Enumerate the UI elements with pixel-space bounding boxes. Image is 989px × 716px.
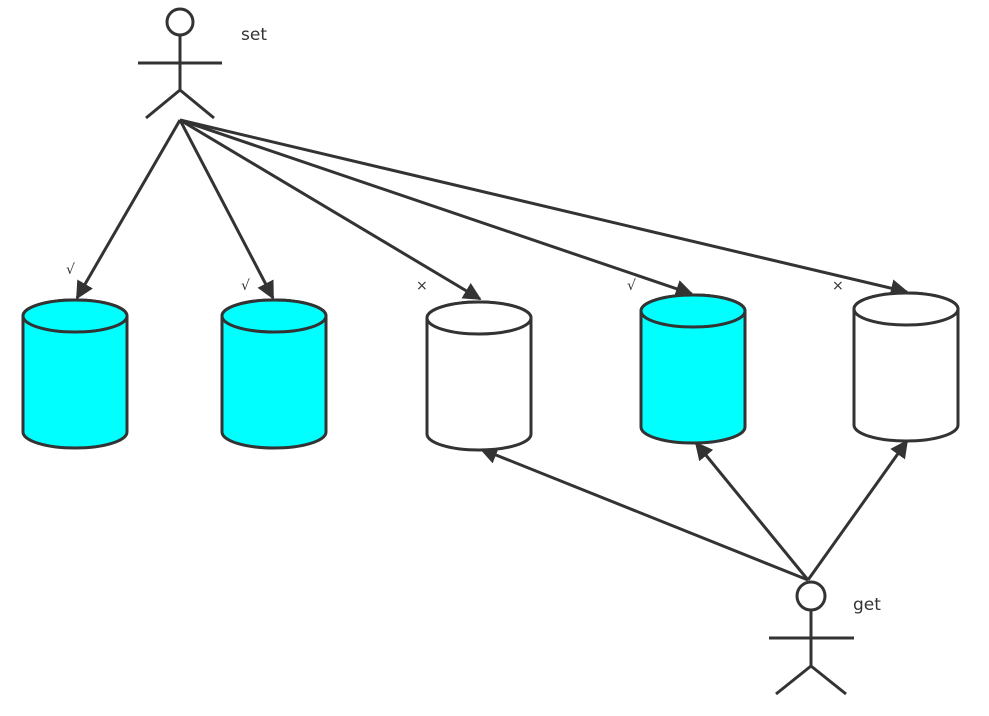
success-check-mark: √ bbox=[66, 262, 75, 278]
database-node-1[interactable]: √ bbox=[21, 262, 129, 450]
fail-cross-mark: × bbox=[832, 278, 844, 294]
database-node-2[interactable]: √ bbox=[220, 278, 328, 450]
cylinder-top bbox=[21, 298, 129, 334]
actor-label-get: get bbox=[853, 595, 881, 615]
database-node-3[interactable]: × bbox=[416, 278, 533, 452]
actor-label-set: set bbox=[241, 25, 267, 45]
edge-setter-to-node3[interactable] bbox=[179, 118, 482, 301]
success-check-mark: √ bbox=[627, 278, 636, 294]
actor-right-leg bbox=[179, 88, 215, 120]
actor-left-leg bbox=[775, 664, 812, 696]
cylinder-top bbox=[852, 291, 960, 327]
nodes-group: √ √ × √ × bbox=[21, 262, 960, 452]
edges-group bbox=[75, 118, 909, 582]
edge-getter-to-node5[interactable] bbox=[806, 439, 909, 581]
cylinder-top bbox=[425, 300, 533, 336]
edge-setter-to-node1[interactable] bbox=[75, 119, 182, 300]
actor-getter[interactable]: get bbox=[769, 580, 881, 696]
cylinder-top bbox=[639, 293, 747, 329]
edge-setter-to-node4[interactable] bbox=[179, 118, 694, 298]
actor-setter[interactable]: set bbox=[138, 7, 267, 120]
fail-cross-mark: × bbox=[416, 278, 428, 294]
edge-setter-to-node5[interactable] bbox=[179, 118, 909, 298]
edge-getter-to-node3[interactable] bbox=[479, 446, 809, 582]
success-check-mark: √ bbox=[241, 278, 250, 294]
actor-head-icon bbox=[795, 580, 827, 612]
edge-getter-to-node4[interactable] bbox=[694, 441, 810, 581]
database-node-4[interactable]: √ bbox=[627, 278, 747, 445]
actor-right-leg bbox=[810, 664, 847, 696]
actor-left-leg bbox=[145, 88, 181, 120]
edge-setter-to-node2[interactable] bbox=[178, 119, 275, 300]
database-node-5[interactable]: × bbox=[832, 278, 960, 443]
actor-head-icon bbox=[165, 7, 195, 37]
cylinder-top bbox=[220, 298, 328, 334]
